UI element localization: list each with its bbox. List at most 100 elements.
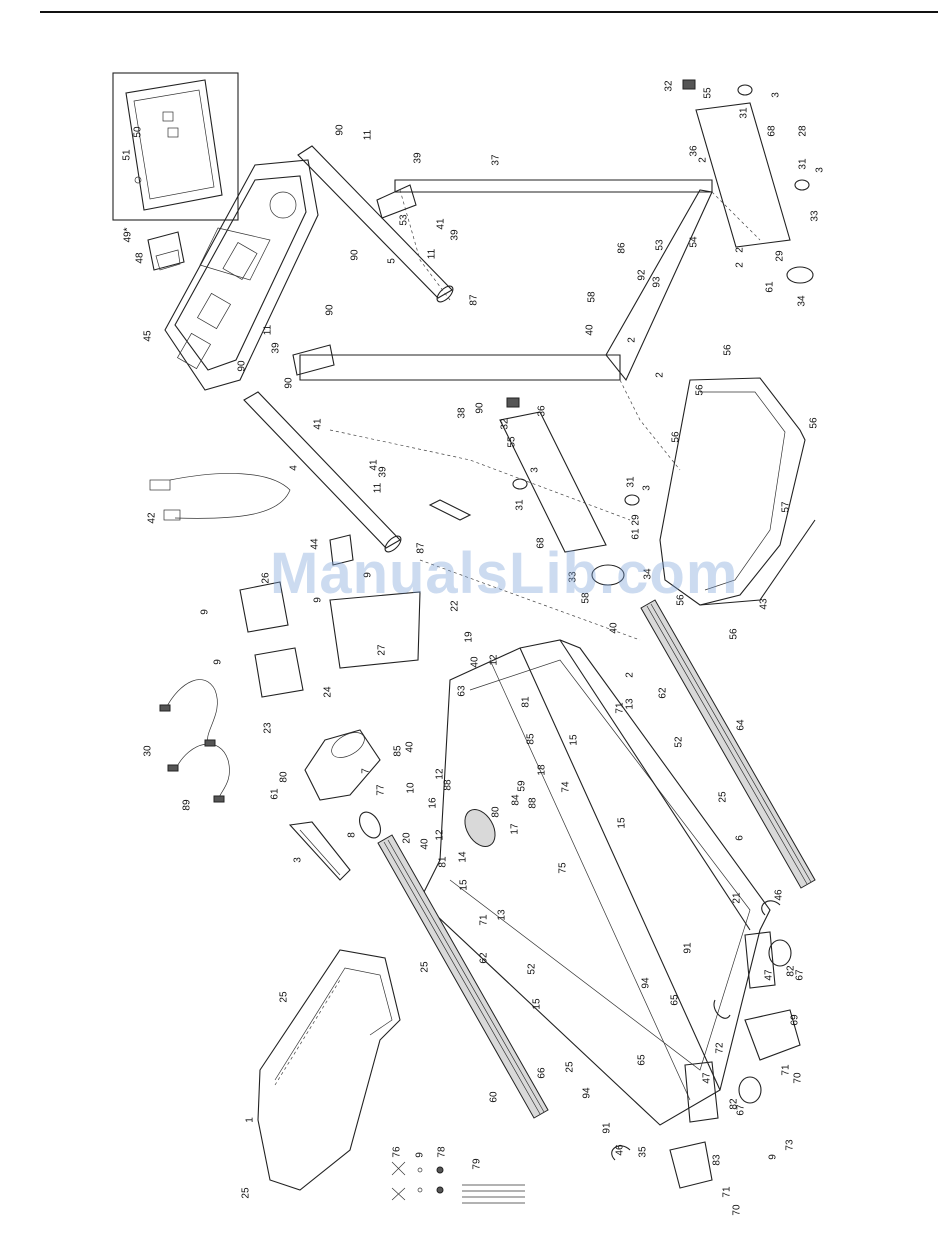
callout-2e: 2 — [625, 672, 636, 678]
callout-3b: 3 — [815, 167, 826, 173]
callout-3a: 3 — [771, 92, 782, 98]
callout-62b: 62 — [479, 952, 490, 964]
callout-75: 75 — [558, 862, 569, 874]
callout-19: 19 — [464, 631, 475, 643]
callout-29b: 29 — [631, 514, 642, 526]
callout-14: 14 — [458, 851, 469, 863]
callout-27: 27 — [377, 644, 388, 656]
callout-53a: 53 — [399, 214, 410, 226]
callout-77: 77 — [376, 784, 387, 796]
callout-79: 79 — [472, 1158, 483, 1170]
callout-63: 63 — [457, 685, 468, 697]
callout-4: 4 — [289, 465, 300, 471]
callout-25a: 25 — [279, 991, 290, 1003]
callout-80a: 80 — [279, 771, 290, 783]
callout-48: 48 — [135, 252, 146, 264]
callout-85a: 85 — [393, 745, 404, 757]
callout-33a: 33 — [810, 210, 821, 222]
callout-25e: 25 — [241, 1187, 252, 1199]
callout-7: 7 — [361, 768, 372, 774]
motor-hood — [659, 377, 816, 606]
callout-31c: 31 — [515, 499, 526, 511]
callout-39b: 39 — [450, 229, 461, 241]
callout-52b: 52 — [527, 963, 538, 975]
callout-32b: 32 — [500, 418, 511, 430]
callout-11c: 11 — [263, 324, 274, 335]
callout-61c: 61 — [270, 788, 281, 800]
callout-93: 93 — [652, 276, 663, 288]
callout-51: 51 — [122, 149, 133, 161]
callout-2d: 2 — [655, 372, 666, 378]
callout-62a: 62 — [658, 687, 669, 699]
callout-47a: 47 — [764, 969, 775, 981]
callout-90a: 90 — [335, 124, 346, 136]
callout-64: 64 — [736, 719, 747, 731]
upright-tubes — [243, 145, 454, 553]
callout-29a: 29 — [775, 250, 786, 262]
callout-9d: 9 — [363, 572, 374, 578]
callout-26: 26 — [261, 572, 272, 584]
callout-82b: 82 — [729, 1098, 740, 1110]
callout-40d: 40 — [405, 741, 416, 753]
callout-61b: 61 — [631, 528, 642, 540]
callout-72: 72 — [715, 1042, 726, 1054]
callout-21: 21 — [732, 892, 743, 904]
callout-41a: 41 — [436, 218, 447, 230]
callout-88b: 88 — [528, 797, 539, 809]
callout-20: 20 — [402, 832, 413, 844]
callout-2c: 2 — [627, 337, 638, 343]
callout-78: 78 — [437, 1146, 448, 1158]
callout-92: 92 — [637, 269, 648, 281]
callout-86: 86 — [617, 242, 628, 254]
callout-36a: 36 — [689, 145, 700, 157]
callout-70a: 70 — [793, 1072, 804, 1084]
callout-56f: 56 — [729, 628, 740, 640]
callout-66: 66 — [537, 1067, 548, 1079]
callout-3d: 3 — [642, 485, 653, 491]
callout-91a: 91 — [683, 942, 694, 954]
callout-31b: 31 — [798, 158, 809, 170]
callout-41b: 41 — [313, 418, 324, 430]
console-assembly — [147, 159, 319, 391]
callout-34a: 34 — [797, 295, 808, 307]
side-rails — [377, 599, 816, 1119]
callout-89: 89 — [182, 799, 193, 811]
callout-87a: 87 — [469, 294, 480, 306]
callout-47b: 47 — [702, 1072, 713, 1084]
callout-9b: 9 — [313, 597, 324, 603]
callout-9a: 9 — [200, 609, 211, 615]
callout-56e: 56 — [676, 594, 687, 606]
callout-9f: 9 — [768, 1154, 779, 1160]
controller-boards — [149, 473, 421, 698]
callout-68b: 68 — [536, 537, 547, 549]
motor-and-belts — [288, 729, 496, 881]
callout-10: 10 — [406, 782, 417, 794]
callout-16: 16 — [428, 797, 439, 809]
callout-17: 17 — [510, 823, 521, 835]
callout-90c: 90 — [325, 304, 336, 316]
callout-28: 28 — [798, 125, 809, 137]
callout-58a: 58 — [587, 291, 598, 303]
callout-90f: 90 — [475, 402, 486, 414]
callout-11a: 11 — [363, 129, 374, 140]
callout-88a: 88 — [443, 779, 454, 791]
callout-76: 76 — [392, 1146, 403, 1158]
callout-90b: 90 — [350, 249, 361, 261]
callout-60: 60 — [489, 1091, 500, 1103]
callout-40a: 40 — [585, 324, 596, 336]
callout-12c: 12 — [435, 829, 446, 841]
callout-35: 35 — [638, 1146, 649, 1158]
callout-11d: 11 — [373, 482, 384, 493]
callout-67a: 67 — [795, 969, 806, 981]
callout-24: 24 — [323, 686, 334, 698]
callout-18: 18 — [537, 764, 548, 776]
callout-39d: 39 — [378, 466, 389, 478]
callout-67b: 67 — [736, 1104, 747, 1116]
callout-5: 5 — [387, 258, 398, 264]
callout-12b: 12 — [435, 768, 446, 780]
callout-71b: 71 — [722, 1186, 733, 1198]
watermark-text: ManualsLib.com — [270, 541, 739, 606]
callout-37: 37 — [491, 154, 502, 166]
